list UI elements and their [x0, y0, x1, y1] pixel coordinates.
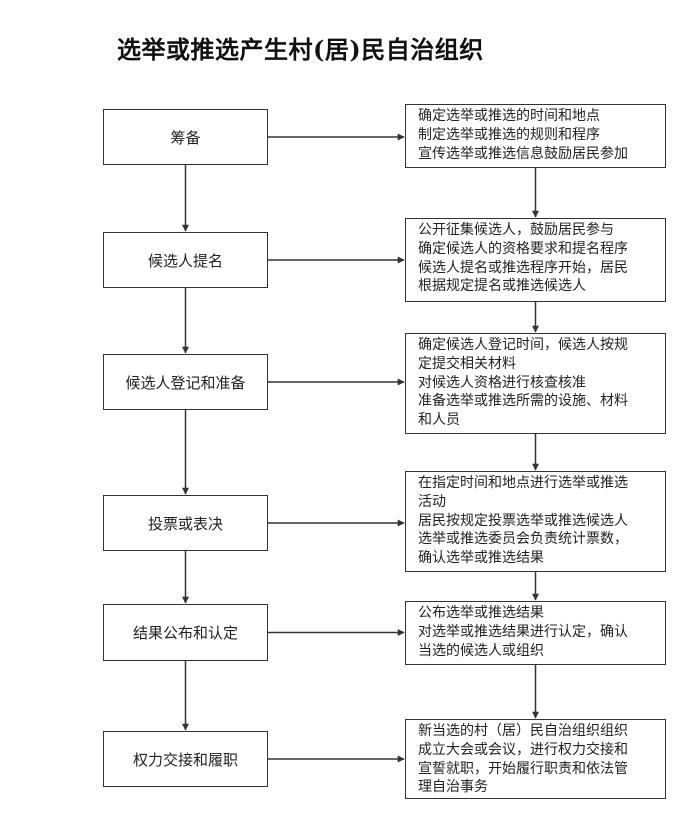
detail-line: 宣传选举或推选信息鼓励居民参加 [418, 145, 628, 162]
page-title: 选举或推选产生村(居)民自治组织 [117, 35, 484, 64]
step-detail-box: 新当选的村（居）民自治组织组织成立大会或会议，进行权力交接和宣誓就职，开始履行职… [405, 719, 666, 799]
detail-line: 公开征集候选人，鼓励居民参与 [418, 222, 614, 238]
step-detail-box: 确定候选人登记时间，候选人按规定提交相关材料对候选人资格进行核查核准准备选举或推… [405, 333, 666, 434]
step-box: 结果公布和认定 [103, 604, 268, 661]
detail-line: 确认选举或推选结果 [418, 550, 544, 567]
detail-line: 新当选的村（居）民自治组织组织 [418, 723, 628, 739]
detail-line: 制定选举或推选的规则和程序 [418, 126, 600, 143]
detail-line: 居民按规定投票选举或推选候选人 [418, 512, 628, 529]
detail-line: 确定候选人登记时间，候选人按规 [418, 337, 628, 353]
step-detail-box: 在指定时间和地点进行选举或推选活动居民按规定投票选举或推选候选人选举或推选委员会… [405, 471, 666, 572]
step-box: 权力交接和履职 [103, 731, 268, 787]
step-detail-box: 确定选举或推选的时间和地点制定选举或推选的规则和程序宣传选举或推选信息鼓励居民参… [405, 104, 666, 168]
detail-line: 理自治事务 [418, 779, 488, 796]
detail-line: 对候选人资格进行核查核准 [418, 374, 586, 391]
detail-line: 候选人提名或推选程序开始，居民 [418, 259, 628, 276]
detail-line: 确定选举或推选的时间和地点 [418, 108, 600, 124]
detail-line: 公布选举或推选结果 [418, 605, 544, 621]
step-detail-box: 公开征集候选人，鼓励居民参与确定候选人的资格要求和提名程序候选人提名或推选程序开… [405, 218, 666, 302]
step-box: 投票或表决 [103, 495, 268, 551]
detail-line: 和人员 [418, 412, 460, 429]
detail-line: 确定候选人的资格要求和提名程序 [418, 240, 628, 257]
detail-line: 活动 [418, 493, 446, 510]
step-detail-box: 公布选举或推选结果对选举或推选结果进行认定，确认当选的候选人或组织 [405, 601, 666, 665]
detail-line: 在指定时间和地点进行选举或推选 [418, 475, 628, 491]
detail-line: 准备选举或推选所需的设施、材料 [418, 393, 628, 410]
step-box: 筹备 [103, 109, 268, 165]
step-box: 候选人提名 [103, 232, 268, 288]
detail-line: 成立大会或会议，进行权力交接和 [418, 741, 628, 758]
step-box: 候选人登记和准备 [103, 354, 268, 410]
detail-line: 根据规定提名或推选候选人 [418, 278, 586, 295]
detail-line: 当选的候选人或组织 [418, 642, 544, 659]
detail-line: 定提交相关材料 [418, 355, 516, 372]
detail-line: 宣誓就职，开始履行职责和依法管 [418, 760, 628, 777]
detail-line: 选举或推选委员会负责统计票数， [418, 531, 628, 548]
detail-line: 对选举或推选结果进行认定，确认 [418, 623, 628, 640]
